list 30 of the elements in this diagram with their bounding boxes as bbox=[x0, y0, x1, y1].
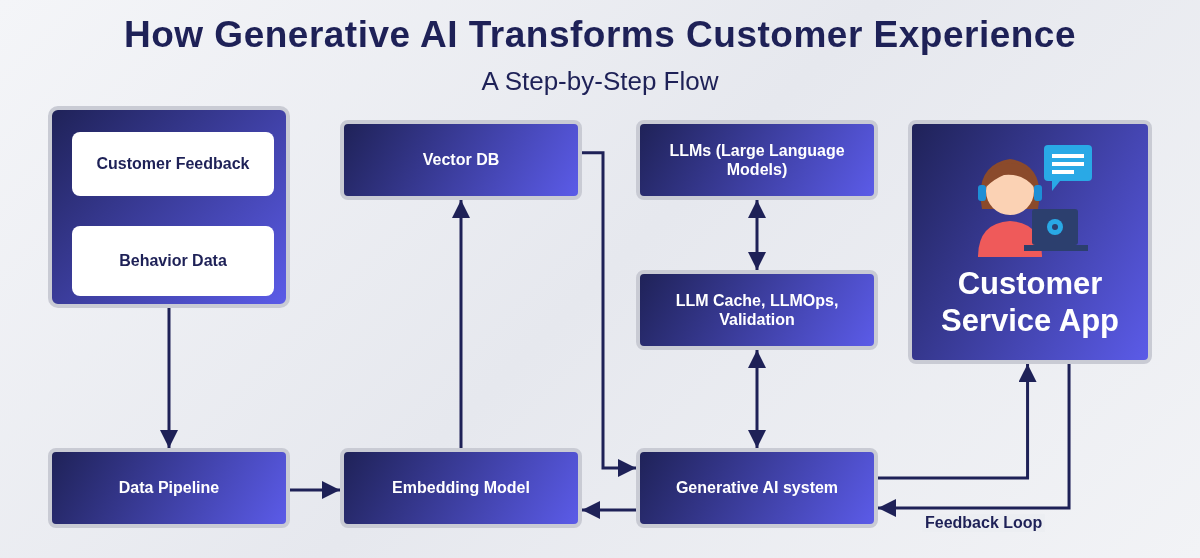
node-label: Vector DB bbox=[422, 150, 500, 170]
data-source-box bbox=[72, 226, 274, 296]
process-box bbox=[340, 448, 582, 528]
data-source-box bbox=[72, 132, 274, 196]
arrow bbox=[290, 481, 340, 499]
arrow bbox=[878, 364, 1037, 480]
arrow bbox=[160, 308, 178, 448]
arrow bbox=[452, 200, 470, 448]
node-label: LLMs (Large Language Models) bbox=[668, 140, 846, 180]
process-box bbox=[636, 270, 878, 350]
process-box bbox=[636, 120, 878, 200]
app-panel bbox=[908, 120, 1152, 364]
node-label: Customer Service App bbox=[939, 264, 1120, 340]
subtitle: A Step-by-Step Flow bbox=[481, 66, 719, 96]
node-label: LLM Cache, LLMOps, Validation bbox=[674, 290, 840, 330]
node-label: Embedding Model bbox=[392, 478, 530, 498]
node-label: Customer Feedback bbox=[96, 154, 250, 174]
arrow bbox=[748, 350, 766, 448]
title: How Generative AI Transforms Customer Experience bbox=[122, 14, 1078, 56]
arrow bbox=[582, 151, 636, 477]
arrow bbox=[748, 200, 766, 270]
process-box bbox=[48, 448, 290, 528]
node-label: Generative AI system bbox=[675, 478, 839, 498]
node-label: Behavior Data bbox=[119, 251, 227, 271]
process-box bbox=[340, 120, 582, 200]
group-panel bbox=[48, 106, 290, 308]
process-box bbox=[636, 448, 878, 528]
arrow bbox=[582, 501, 636, 519]
arrow bbox=[878, 364, 1071, 517]
node-label: Data Pipeline bbox=[118, 478, 220, 498]
